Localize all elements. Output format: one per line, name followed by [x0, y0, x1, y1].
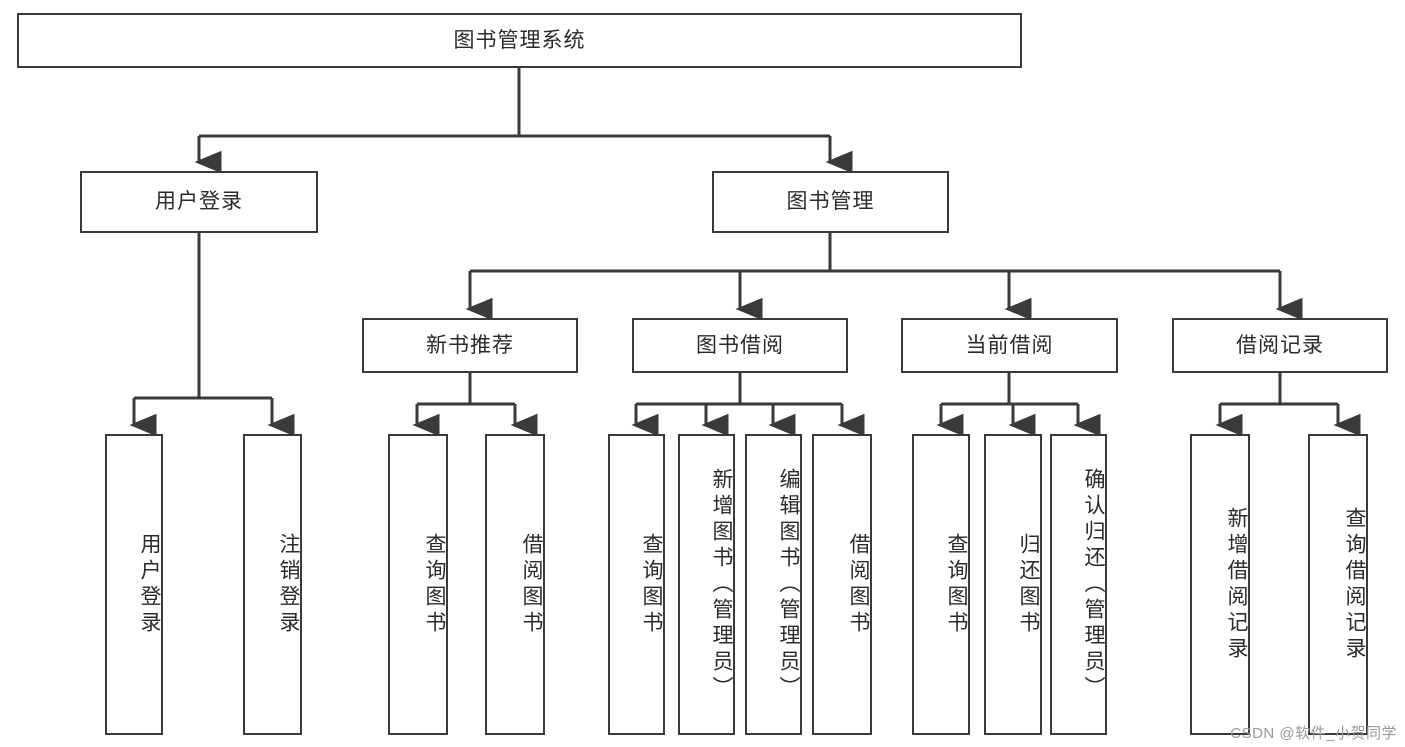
node-current-borrow-label: 当前借阅 [965, 333, 1054, 357]
leaf-borrow-book-recommend[interactable]: 借阅图书 [485, 434, 545, 735]
node-root[interactable]: 图书管理系统 [17, 13, 1022, 68]
leaf-query-book-borrow[interactable]: 查询图书 [608, 434, 665, 735]
watermark-text: CSDN @软件_小贺同学 [1230, 725, 1397, 742]
node-root-label: 图书管理系统 [453, 28, 586, 52]
leaf-borrow-book-label: 借阅图书 [847, 532, 870, 637]
leaf-user-logout[interactable]: 注销登录 [243, 434, 302, 735]
leaf-add-book-admin[interactable]: 新增图书（管理员） [678, 434, 735, 735]
leaf-query-book-recommend-label: 查询图书 [423, 532, 446, 637]
leaf-query-book-current[interactable]: 查询图书 [912, 434, 970, 735]
leaf-add-borrow-record-label: 新增借阅记录 [1225, 506, 1248, 663]
leaf-query-borrow-record-label: 查询借阅记录 [1343, 506, 1366, 663]
leaf-add-book-admin-label: 新增图书（管理员） [710, 467, 733, 702]
leaf-edit-book-admin-label: 编辑图书（管理员） [777, 467, 800, 702]
node-new-book-recommend[interactable]: 新书推荐 [362, 318, 578, 373]
node-book-manage-label: 图书管理 [786, 190, 875, 214]
node-user-login-label: 用户登录 [155, 190, 243, 214]
node-borrow-record[interactable]: 借阅记录 [1172, 318, 1388, 373]
leaf-query-book-current-label: 查询图书 [945, 532, 968, 637]
node-borrow-record-label: 借阅记录 [1236, 333, 1324, 357]
leaf-query-book-recommend[interactable]: 查询图书 [388, 434, 448, 735]
leaf-user-login[interactable]: 用户登录 [105, 434, 163, 735]
node-new-book-recommend-label: 新书推荐 [426, 333, 514, 357]
leaf-confirm-return-admin[interactable]: 确认归还（管理员） [1050, 434, 1107, 735]
node-book-borrow-label: 图书借阅 [696, 333, 784, 357]
leaf-return-book-label: 归还图书 [1017, 532, 1040, 637]
leaf-add-borrow-record[interactable]: 新增借阅记录 [1190, 434, 1250, 735]
leaf-borrow-book[interactable]: 借阅图书 [812, 434, 872, 735]
leaf-confirm-return-admin-label: 确认归还（管理员） [1082, 467, 1105, 702]
node-book-manage[interactable]: 图书管理 [712, 171, 949, 233]
leaf-user-login-label: 用户登录 [138, 532, 161, 637]
leaf-query-borrow-record[interactable]: 查询借阅记录 [1308, 434, 1368, 735]
leaf-return-book[interactable]: 归还图书 [984, 434, 1042, 735]
leaf-borrow-book-recommend-label: 借阅图书 [520, 532, 543, 637]
node-book-borrow[interactable]: 图书借阅 [632, 318, 848, 373]
leaf-edit-book-admin[interactable]: 编辑图书（管理员） [745, 434, 802, 735]
leaf-user-logout-label: 注销登录 [277, 532, 300, 637]
node-user-login[interactable]: 用户登录 [80, 171, 318, 233]
leaf-query-book-borrow-label: 查询图书 [640, 532, 663, 637]
node-current-borrow[interactable]: 当前借阅 [901, 318, 1118, 373]
